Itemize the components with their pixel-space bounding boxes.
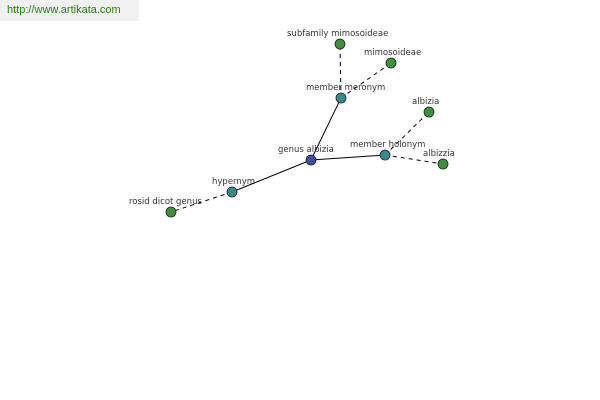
node-marker-albizzia[interactable] <box>437 158 449 170</box>
node-marker-genus-albizia[interactable] <box>305 154 317 166</box>
edge-genus-albizia-to-hypernym <box>231 159 312 193</box>
node-marker-member-meronym[interactable] <box>335 92 347 104</box>
node-label-genus-albizia: genus albizia <box>278 145 334 155</box>
edge-hypernym-to-rosid-dicot-genus <box>170 191 233 213</box>
node-label-member-meronym: member meronym <box>306 83 385 93</box>
edge-genus-albizia-to-member-holonym <box>310 154 386 161</box>
edge-member-holonym-to-albizia <box>384 111 430 156</box>
node-albizia[interactable]: albizia <box>412 97 439 118</box>
node-rosid-dicot-genus[interactable]: rosid dicot genus <box>129 197 202 218</box>
node-genus-albizia[interactable]: genus albizia <box>278 145 334 166</box>
node-marker-hypernym[interactable] <box>226 186 238 198</box>
node-marker-mimosoideae[interactable] <box>385 57 397 69</box>
node-mimosoideae[interactable]: mimosoideae <box>364 48 421 69</box>
graph-edges <box>170 43 444 213</box>
site-watermark-link[interactable]: http://www.artikata.com <box>0 0 139 21</box>
node-member-holonym[interactable]: member holonym <box>350 140 425 161</box>
node-marker-rosid-dicot-genus[interactable] <box>165 206 177 218</box>
node-label-subfamily-mimosoideae: subfamily mimosoideae <box>287 29 388 39</box>
node-marker-albizia[interactable] <box>423 106 435 118</box>
node-label-hypernym: hypernym <box>212 177 255 187</box>
node-member-meronym[interactable]: member meronym <box>306 83 385 104</box>
node-marker-subfamily-mimosoideae[interactable] <box>334 38 346 50</box>
node-label-albizia: albizia <box>412 97 439 107</box>
node-label-mimosoideae: mimosoideae <box>364 48 421 58</box>
node-label-albizzia: albizzia <box>423 149 455 159</box>
node-subfamily-mimosoideae[interactable]: subfamily mimosoideae <box>287 29 388 50</box>
edge-member-meronym-to-mimosoideae <box>340 62 392 99</box>
node-albizzia[interactable]: albizzia <box>423 149 455 170</box>
node-label-rosid-dicot-genus: rosid dicot genus <box>129 197 202 207</box>
node-hypernym[interactable]: hypernym <box>212 177 255 198</box>
edge-member-meronym-to-subfamily-mimosoideae <box>339 43 342 99</box>
node-marker-member-holonym[interactable] <box>379 149 391 161</box>
node-label-member-holonym: member holonym <box>350 140 425 150</box>
edge-genus-albizia-to-member-meronym <box>310 97 342 161</box>
edge-member-holonym-to-albizzia <box>384 154 444 165</box>
graph-nodes: genus albizia member meronym member holony… <box>129 29 455 218</box>
